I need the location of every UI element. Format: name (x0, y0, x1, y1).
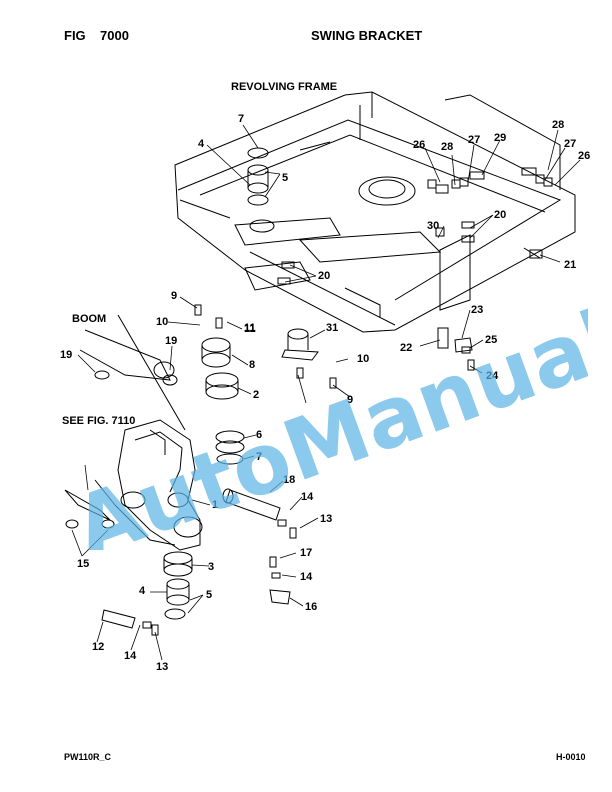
callout-7: 7 (238, 113, 244, 125)
callout-5: 5 (282, 172, 288, 184)
callout-31: 31 (326, 322, 338, 334)
hardware (142, 167, 553, 636)
callout-22: 22 (400, 342, 412, 354)
boom-cylinder (64, 479, 116, 521)
figure-label: FIG (64, 28, 86, 43)
footer-model-code: PW110R_C (64, 752, 112, 762)
callout-25: 25 (485, 334, 497, 346)
callout-1: 1 (212, 499, 218, 511)
callout-23: 23 (471, 304, 483, 316)
callout-8: 8 (249, 359, 255, 371)
figure-number: 7000 (100, 28, 129, 43)
callout-2: 2 (253, 389, 259, 401)
callout-29: 29 (494, 132, 506, 144)
callout-19: 19 (60, 349, 72, 361)
see-figure-label: SEE FIG. 7110 (62, 415, 136, 427)
callout-7: 7 (256, 451, 262, 463)
revolving-frame (174, 91, 576, 333)
callout-26: 26 (578, 150, 590, 162)
callout-27: 27 (468, 134, 480, 146)
callout-28: 28 (441, 141, 453, 153)
callout-14: 14 (124, 650, 137, 662)
callout-16: 16 (305, 601, 317, 613)
parts (65, 147, 541, 629)
callout-3: 3 (208, 561, 214, 573)
callout-24: 24 (486, 370, 499, 382)
callout-6: 6 (256, 429, 262, 441)
callout-13: 13 (320, 513, 332, 525)
callout-14: 14 (301, 491, 314, 503)
callout-11: 11 (244, 323, 256, 335)
callout-9: 9 (347, 394, 353, 406)
leader-lines (71, 124, 581, 661)
callout-27: 27 (564, 138, 576, 150)
footer-page-code: H-0010 (556, 752, 586, 762)
callout-19: 19 (165, 335, 177, 347)
callout-28: 28 (552, 119, 564, 131)
callout-20: 20 (494, 209, 506, 221)
callout-30: 30 (427, 220, 439, 232)
callout-5: 5 (206, 589, 212, 601)
callout-12: 12 (92, 641, 104, 653)
callout-26: 26 (413, 139, 425, 151)
callout-4: 4 (139, 585, 146, 597)
callout-20: 20 (318, 270, 330, 282)
diagram-title: SWING BRACKET (311, 28, 423, 43)
swing-bracket (114, 419, 203, 551)
callout-15: 15 (77, 558, 89, 570)
callout-9: 9 (171, 290, 177, 302)
revolving-frame-label: REVOLVING FRAME (231, 81, 338, 93)
callout-4: 4 (198, 138, 205, 150)
callout-17: 17 (300, 547, 312, 559)
callout-21: 21 (564, 259, 576, 271)
callout-11: 11 (244, 322, 256, 334)
callout-18: 18 (283, 474, 295, 486)
callout-13: 13 (156, 661, 168, 673)
callout-10: 10 (156, 316, 168, 328)
callout-10: 10 (357, 353, 369, 365)
callout-14: 14 (300, 571, 313, 583)
boom-label: BOOM (72, 313, 107, 325)
